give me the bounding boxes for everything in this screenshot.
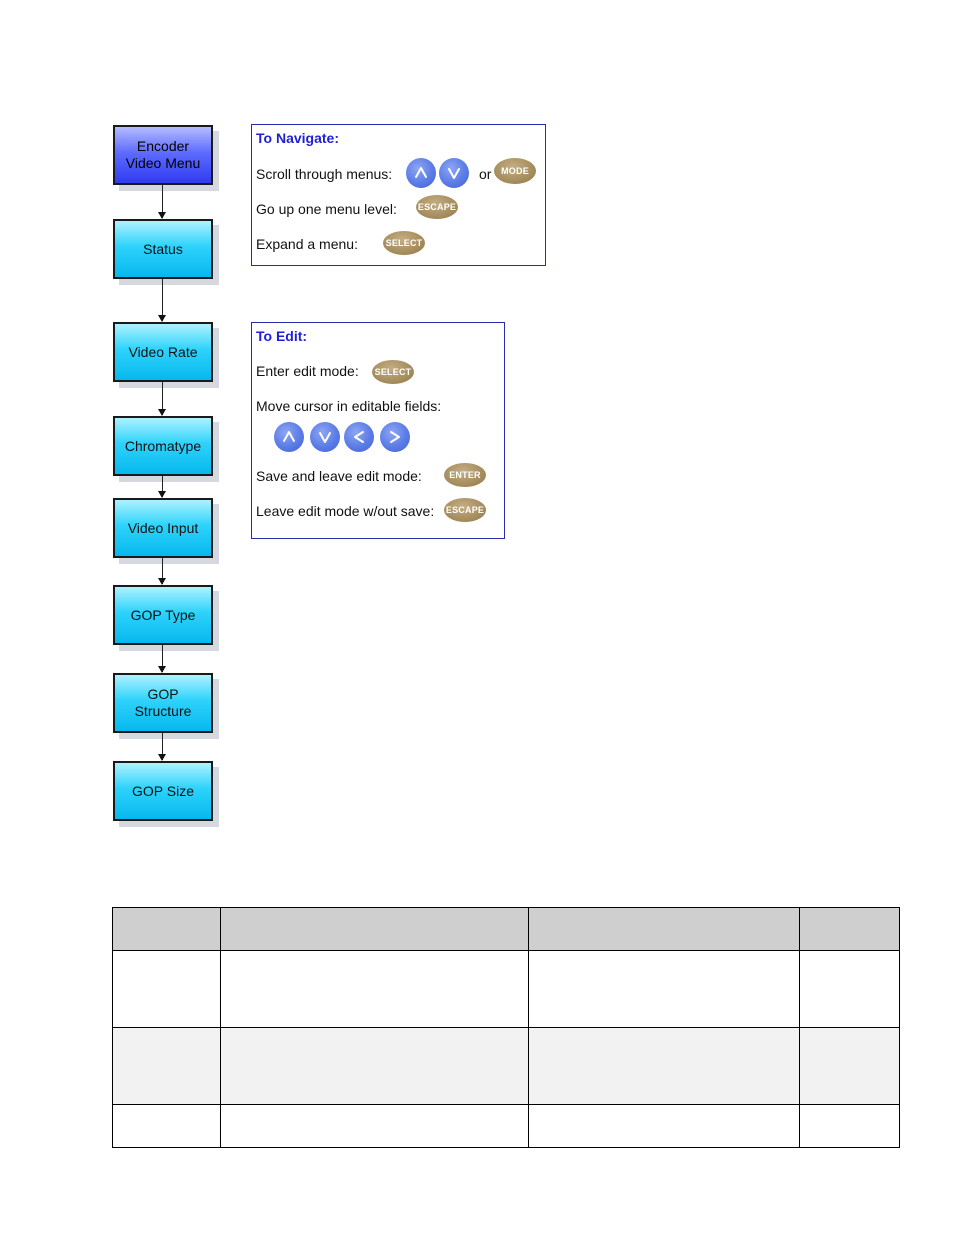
- chevron-up-icon: [283, 431, 295, 442]
- left-arrow-button[interactable]: [344, 422, 374, 452]
- right-arrow-button[interactable]: [380, 422, 410, 452]
- table-header-row: [112, 907, 900, 951]
- enter-edit-label: Enter edit mode:: [256, 363, 359, 379]
- table-row: [112, 1104, 900, 1148]
- table-cell: [112, 1027, 221, 1105]
- chromatype-menu-box[interactable]: Chromatype: [113, 416, 213, 476]
- chevron-left-icon: [354, 431, 364, 443]
- leave-nosave-label: Leave edit mode w/out save:: [256, 503, 435, 519]
- expand-menu-label: Expand a menu:: [256, 236, 358, 252]
- down-arrow-button[interactable]: [439, 158, 469, 188]
- table-cell: [799, 950, 900, 1028]
- escape-button[interactable]: ESCAPE: [444, 498, 486, 522]
- video-input-menu-box[interactable]: Video Input: [113, 498, 213, 558]
- enter-button[interactable]: ENTER: [444, 463, 486, 487]
- table-cell: [112, 950, 221, 1028]
- table-header-cell: [112, 907, 221, 951]
- table-cell: [220, 1104, 529, 1148]
- gop-structure-menu-box[interactable]: GOP Structure: [113, 673, 213, 733]
- gop-size-menu-box[interactable]: GOP Size: [113, 761, 213, 821]
- select-button[interactable]: SELECT: [372, 360, 414, 384]
- table-row: [112, 1027, 900, 1105]
- table-cell: [528, 1104, 800, 1148]
- or-label: or: [479, 166, 492, 182]
- connector-arrow: [157, 279, 167, 322]
- chevron-right-icon: [390, 431, 400, 443]
- encoder-video-menu-box[interactable]: Encoder Video Menu: [113, 125, 213, 185]
- table-cell: [220, 950, 529, 1028]
- select-button[interactable]: SELECT: [383, 231, 425, 255]
- save-leave-label: Save and leave edit mode:: [256, 468, 422, 484]
- scroll-label: Scroll through menus:: [256, 166, 393, 182]
- navigate-panel-title: To Navigate:: [256, 130, 339, 146]
- chevron-down-icon: [448, 168, 460, 179]
- down-arrow-button[interactable]: [310, 422, 340, 452]
- up-arrow-button[interactable]: [274, 422, 304, 452]
- status-menu-box[interactable]: Status: [113, 219, 213, 279]
- connector-arrow: [157, 645, 167, 673]
- up-arrow-button[interactable]: [406, 158, 436, 188]
- table-header-cell: [528, 907, 800, 951]
- table-cell: [799, 1027, 900, 1105]
- connector-arrow: [157, 733, 167, 761]
- table-cell: [799, 1104, 900, 1148]
- chevron-up-icon: [415, 167, 427, 178]
- mode-button[interactable]: MODE: [494, 158, 536, 184]
- table-row: [112, 950, 900, 1028]
- table-cell: [220, 1027, 529, 1105]
- move-cursor-label: Move cursor in editable fields:: [256, 398, 442, 414]
- table-header-cell: [799, 907, 900, 951]
- table-cell: [528, 950, 800, 1028]
- parameter-table: [112, 907, 900, 1148]
- up-menu-label: Go up one menu level:: [256, 201, 397, 217]
- edit-panel: To Edit: Enter edit mode: SELECT Move cu…: [251, 322, 505, 539]
- connector-arrow: [157, 185, 167, 219]
- chevron-down-icon: [319, 432, 331, 443]
- gop-type-menu-box[interactable]: GOP Type: [113, 585, 213, 645]
- video-rate-menu-box[interactable]: Video Rate: [113, 322, 213, 382]
- table-header-cell: [220, 907, 529, 951]
- navigate-panel: To Navigate: Scroll through menus: or MO…: [251, 124, 546, 266]
- connector-arrow: [157, 476, 167, 498]
- connector-arrow: [157, 382, 167, 416]
- table-cell: [112, 1104, 221, 1148]
- connector-arrow: [157, 558, 167, 585]
- escape-button[interactable]: ESCAPE: [416, 195, 458, 219]
- table-cell: [528, 1027, 800, 1105]
- edit-panel-title: To Edit:: [256, 328, 308, 344]
